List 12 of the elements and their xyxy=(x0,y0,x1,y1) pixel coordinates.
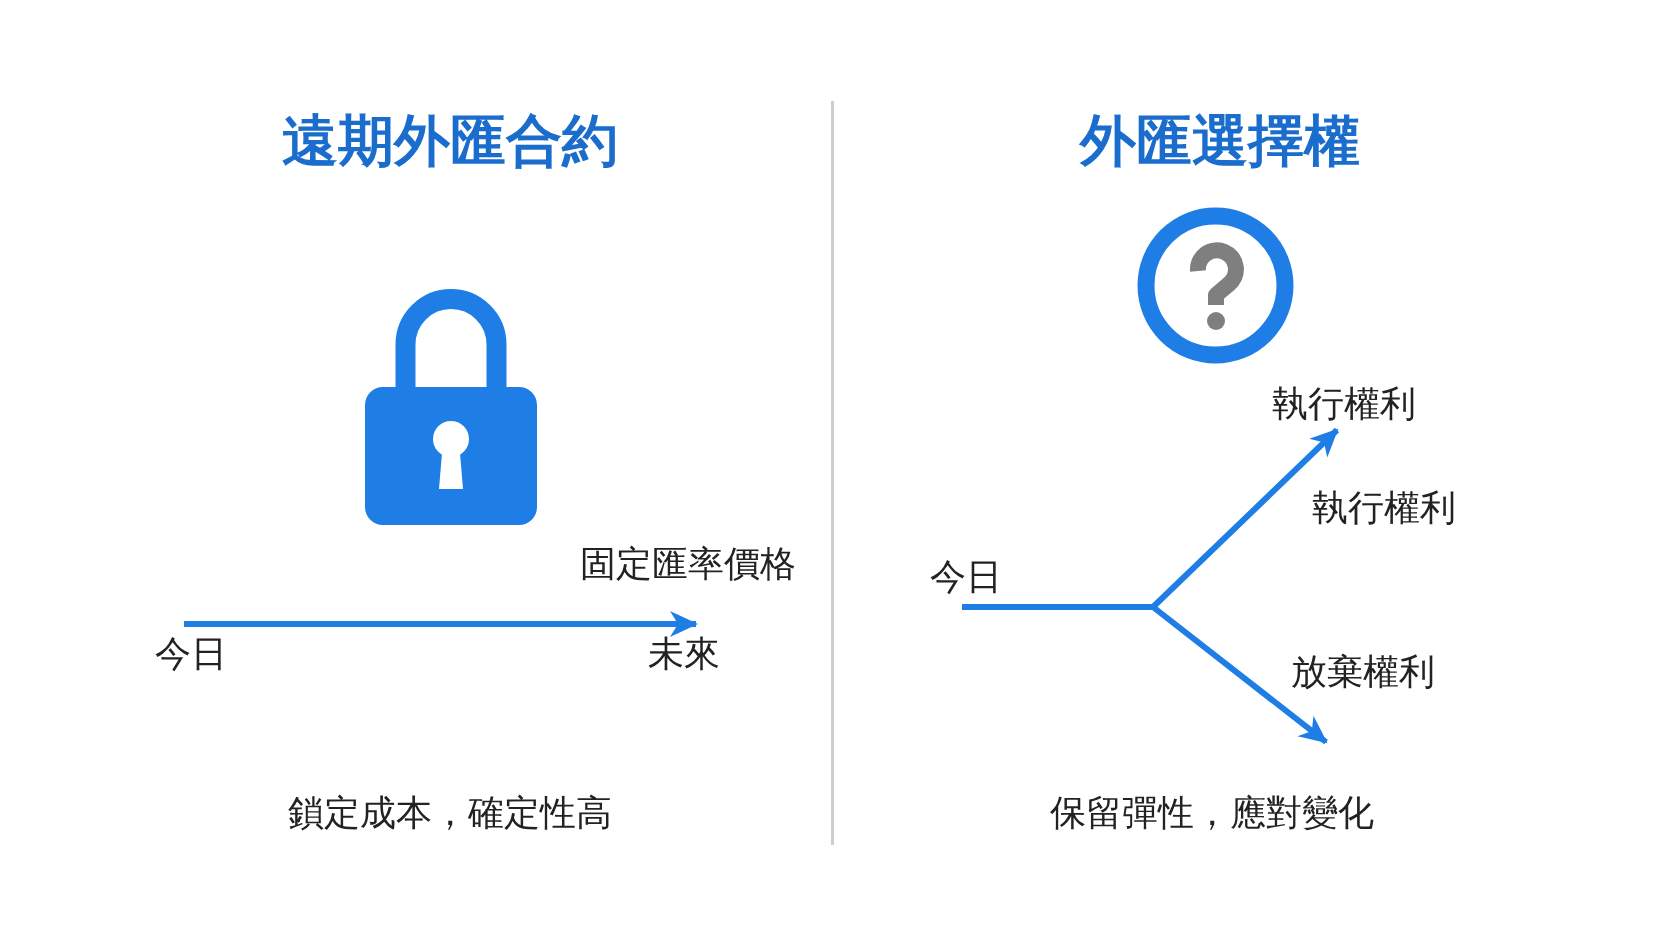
edge-label: 固定匯率價格 xyxy=(580,546,796,582)
end-label: 未來 xyxy=(648,636,720,672)
outcome-label: 執行權利 xyxy=(1272,386,1416,422)
edge-label: 放棄權利 xyxy=(1291,654,1435,690)
caption-text: 保留彈性，應對變化 xyxy=(1050,795,1374,831)
arrow xyxy=(184,611,698,637)
edge-label: 執行權利 xyxy=(1312,490,1456,526)
caption-text: 鎖定成本，確定性高 xyxy=(288,795,612,831)
panel-title: 遠期外匯合約 xyxy=(282,113,618,169)
start-label: 今日 xyxy=(930,559,1002,595)
start-label: 今日 xyxy=(155,636,227,672)
panel-title: 外匯選擇權 xyxy=(1080,113,1360,169)
